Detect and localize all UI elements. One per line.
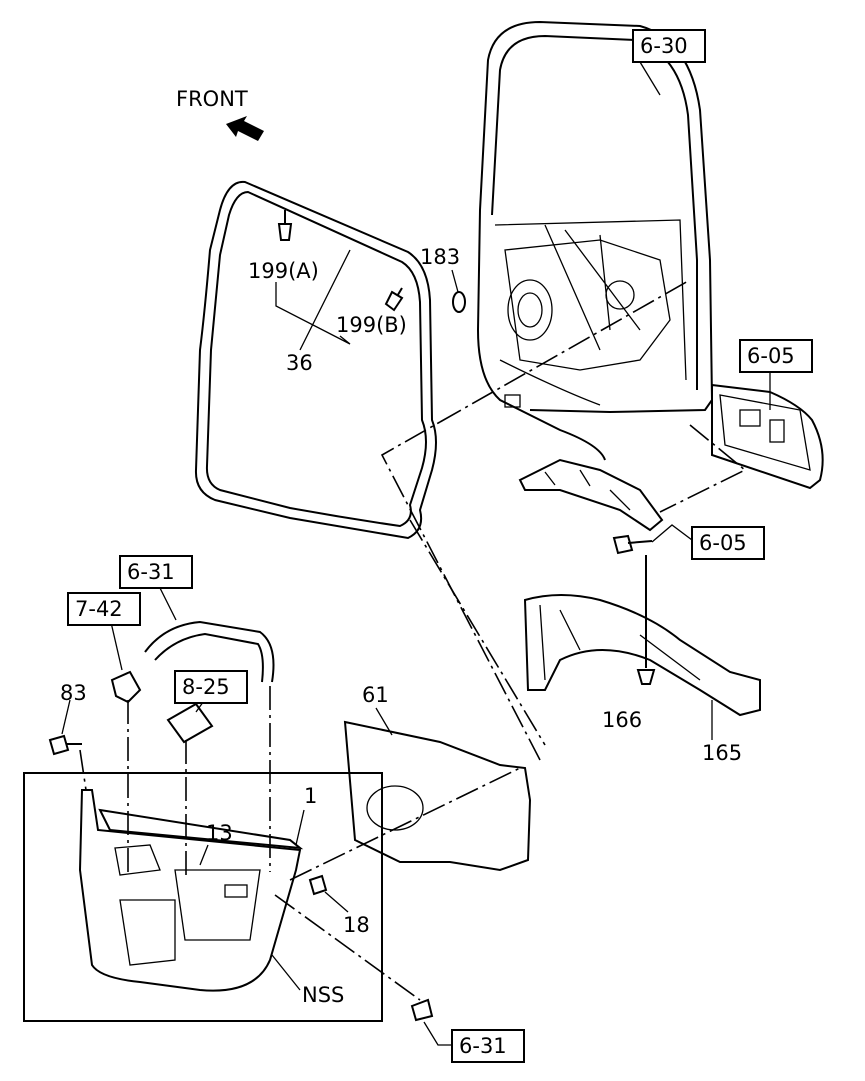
screw-icon — [308, 874, 328, 896]
svg-text:6-31: 6-31 — [127, 560, 175, 584]
svg-text:6-05: 6-05 — [747, 344, 795, 368]
clip-icon — [277, 210, 293, 241]
part-label-199a: 199(A) — [248, 259, 319, 283]
clip-icon — [384, 287, 404, 312]
screw-icon — [636, 669, 656, 685]
cover-clip — [410, 998, 434, 1022]
svg-text:6-31: 6-31 — [459, 1034, 507, 1058]
front-label: FRONT — [176, 87, 248, 111]
fastener-83 — [48, 734, 70, 756]
svg-text:8-25: 8-25 — [182, 675, 230, 699]
svg-text:6-30: 6-30 — [640, 34, 688, 58]
door-trim-panel-frame — [23, 772, 383, 1022]
part-label-36: 36 — [286, 351, 313, 375]
part-label-18: 18 — [343, 913, 370, 937]
part-label-166: 166 — [602, 708, 642, 732]
leader-lines — [79, 279, 747, 1001]
ref-box-6-05-top: 6-05 — [739, 339, 813, 373]
switch-7-42 — [110, 670, 142, 704]
part-label-183: 183 — [420, 245, 460, 269]
part-label-61: 61 — [362, 683, 389, 707]
grab-handle — [144, 587, 275, 683]
ref-box-6-31-top: 6-31 — [119, 555, 193, 589]
part-label-13: 13 — [206, 821, 233, 845]
part-label-165: 165 — [702, 741, 742, 765]
rear-trim-piece — [711, 383, 824, 490]
front-arrow-icon — [226, 116, 264, 141]
ref-box-6-05-bottom: 6-05 — [691, 526, 765, 560]
bolt-icon — [612, 534, 653, 555]
ref-box-6-30: 6-30 — [632, 29, 706, 63]
part-label-83: 83 — [60, 681, 87, 705]
part-label-199b: 199(B) — [336, 313, 407, 337]
side-panel-165 — [523, 594, 761, 717]
switch-8-25 — [166, 702, 214, 744]
door-weatherstrip — [194, 180, 437, 540]
svg-text:7-42: 7-42 — [75, 597, 123, 621]
door-trim-panel — [78, 789, 304, 992]
part-label-1: 1 — [304, 784, 317, 808]
plug-183 — [452, 291, 466, 313]
ref-box-6-31-bottom: 6-31 — [451, 1029, 525, 1063]
door-frame — [476, 20, 714, 461]
insulator-61 — [343, 720, 532, 872]
svg-text:6-05: 6-05 — [699, 531, 747, 555]
part-label-nss: NSS — [302, 983, 344, 1007]
bracket-piece — [518, 458, 664, 532]
ref-box-8-25: 8-25 — [174, 670, 248, 704]
ref-box-7-42: 7-42 — [67, 592, 141, 626]
